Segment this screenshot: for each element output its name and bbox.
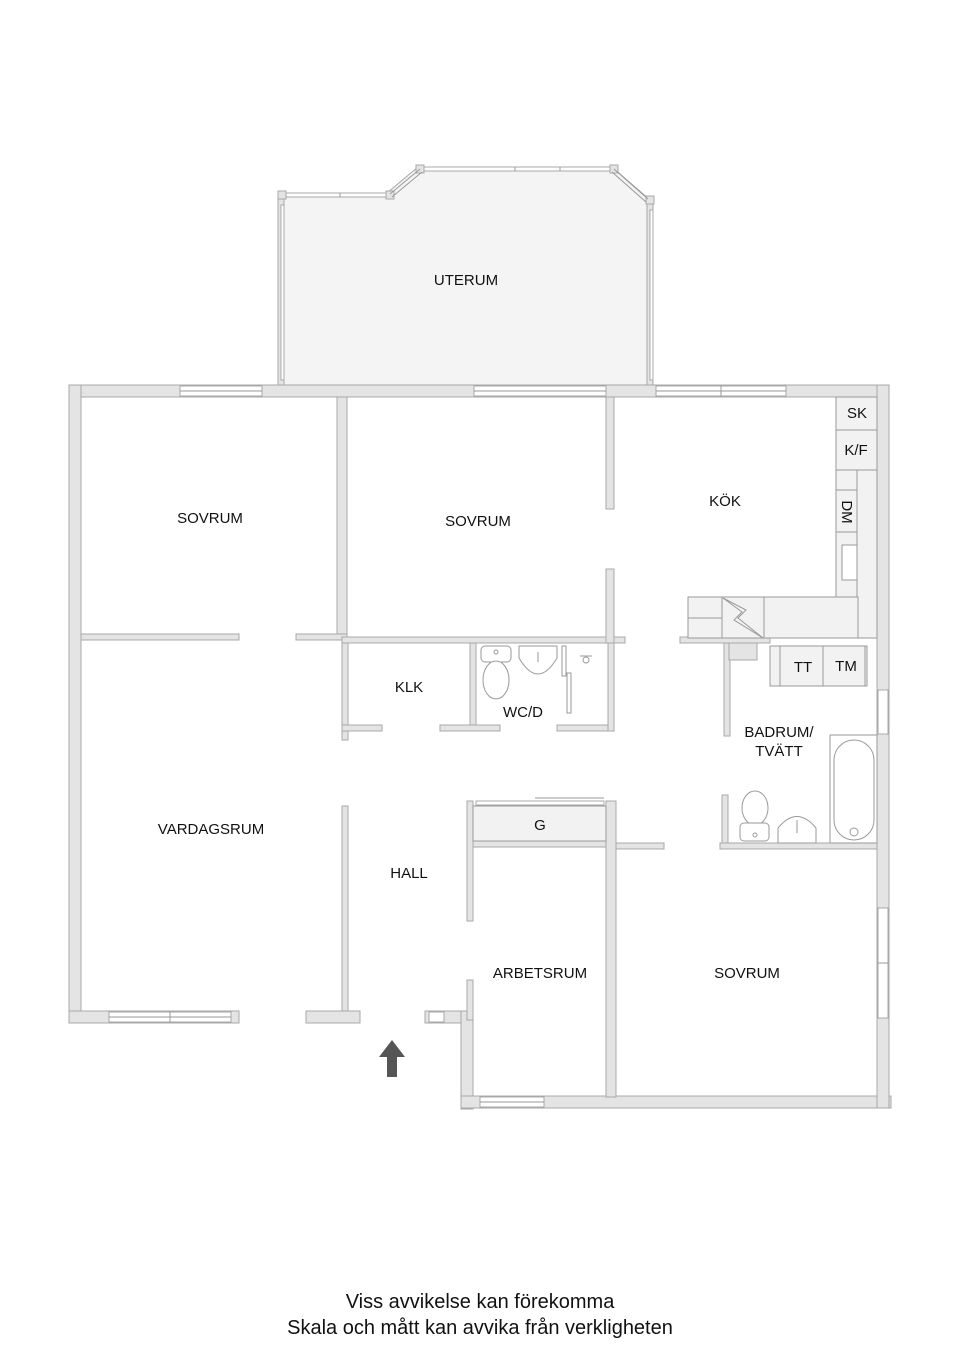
outer-walls <box>68 384 892 1110</box>
interior-walls <box>80 396 878 1098</box>
room-label-sovrum-n: SOVRUM <box>445 513 511 530</box>
room-label-kok: KÖK <box>709 493 741 510</box>
room-label-vardagsrum: VARDAGSRUM <box>157 821 265 838</box>
fixture-label-dm: DM <box>838 500 855 524</box>
room-label-sovrum-se: SOVRUM <box>714 965 780 982</box>
disclaimer-line-2: Skala och mått kan avvika från verklighe… <box>287 1317 673 1339</box>
fixture-label-tm: TM <box>835 658 857 675</box>
entrance-arrow-icon <box>379 1040 405 1077</box>
fixture-label-tt: TT <box>793 659 813 676</box>
uterum-structure <box>277 164 655 387</box>
fixture-label-kf: K/F <box>844 442 868 459</box>
disclaimer-line-1: Viss avvikelse kan förekomma <box>345 1291 615 1313</box>
kitchen-counters <box>687 396 878 639</box>
room-label-badrum: BADRUM/ <box>744 724 814 741</box>
room-label-tvatt: TVÄTT <box>755 743 803 760</box>
room-label-hall: HALL <box>390 865 428 882</box>
closet-g <box>472 797 607 842</box>
fixture-label-sk: SK <box>846 405 868 422</box>
room-label-wcd: WC/D <box>503 704 543 721</box>
room-label-arbetsrum: ARBETSRUM <box>492 965 588 982</box>
wc-fixtures <box>480 645 592 714</box>
room-label-g: G <box>534 817 546 834</box>
room-label-uterum: UTERUM <box>433 272 499 289</box>
bathroom-fixtures <box>739 645 878 844</box>
room-label-sovrum-nw: SOVRUM <box>177 510 243 527</box>
room-label-klk: KLK <box>394 679 424 696</box>
